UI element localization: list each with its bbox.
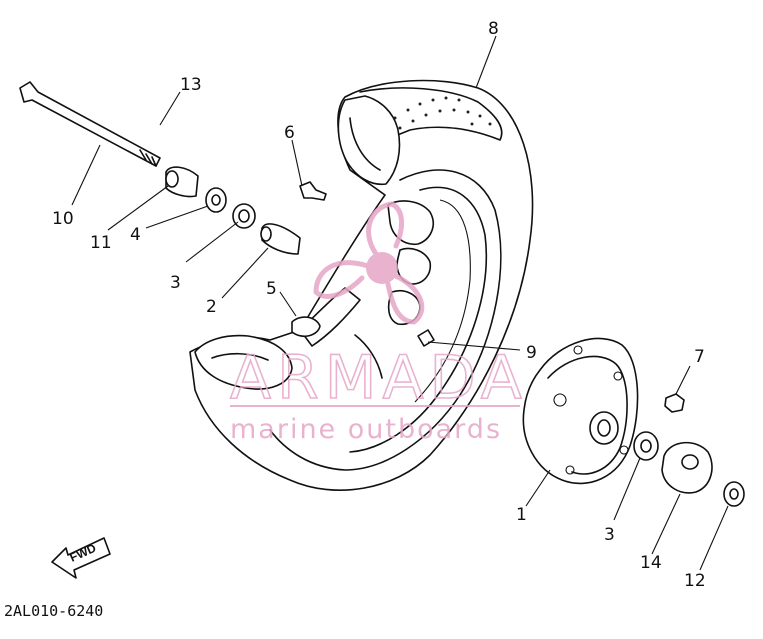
callout-10: 10 <box>52 209 74 229</box>
callout-5: 5 <box>266 279 277 299</box>
callout-7: 7 <box>694 347 705 367</box>
collar-right <box>723 481 745 507</box>
callout-12: 12 <box>684 571 706 591</box>
callout-2: 2 <box>206 297 217 317</box>
wheel-hub <box>522 337 639 485</box>
bearing-right <box>633 431 659 461</box>
spacer-flange <box>291 316 321 338</box>
axle-nut <box>664 393 685 413</box>
leader-lines <box>71 35 729 571</box>
propeller-logo-icon <box>313 201 425 325</box>
callout-labels: 13 8 6 10 11 4 3 2 5 9 7 1 3 14 12 <box>52 19 706 591</box>
callout-3-left: 3 <box>170 273 181 293</box>
callout-3-right: 3 <box>604 525 615 545</box>
watermark-brand: ARMADA <box>230 343 528 413</box>
wheel-tire <box>189 79 534 491</box>
forward-arrow-icon: FWD <box>51 537 111 579</box>
callout-11: 11 <box>90 233 112 253</box>
spacer-tube <box>260 223 301 255</box>
meter-gear-unit <box>661 441 713 494</box>
callout-6: 6 <box>284 123 295 143</box>
collar-spacer <box>165 166 199 198</box>
callout-9: 9 <box>526 343 537 363</box>
callout-1: 1 <box>516 505 527 525</box>
bearing-left <box>232 203 256 229</box>
callout-4: 4 <box>130 225 141 245</box>
watermark: ARMADA marine outboards <box>229 201 528 445</box>
diagram-code: 2AL010-6240 <box>4 602 103 620</box>
callout-14: 14 <box>640 553 662 573</box>
bolt <box>299 181 327 201</box>
watermark-tagline: marine outboards <box>230 414 502 445</box>
axle-shaft <box>19 81 161 167</box>
callout-13: 13 <box>180 75 202 95</box>
oil-seal <box>205 187 227 213</box>
callout-8: 8 <box>488 19 499 39</box>
